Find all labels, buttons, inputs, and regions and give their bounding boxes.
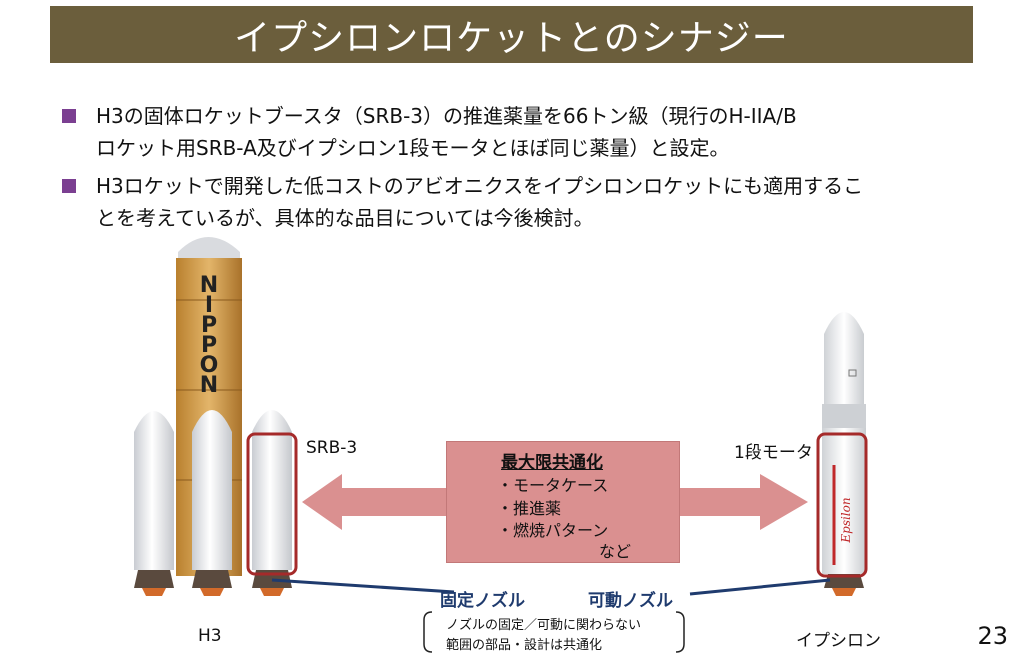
epsilon-logo: Epsilon [839, 497, 853, 543]
note-line: 範囲の部品・設計は共通化 [446, 638, 603, 653]
movable-nozzle-line [689, 578, 831, 596]
bullet-square-icon [62, 179, 76, 193]
title-bar: イプシロンロケットとのシナジー [50, 6, 973, 63]
commonality-item: ・燃焼パターン [497, 521, 609, 540]
epsilon-rocket: Epsilon [822, 312, 866, 596]
commonality-item: ・推進薬 [497, 499, 562, 518]
commonality-box: 最大限共通化 ・モータケース ・推進薬 ・燃焼パターン など [446, 441, 680, 563]
bullet-item: H3の固体ロケットブースタ（SRB-3）の推進薬量を66トン級（現行のH-IIA… [62, 100, 992, 164]
bullet-list: H3の固体ロケットブースタ（SRB-3）の推進薬量を66トン級（現行のH-IIA… [62, 100, 992, 240]
bullet-line: H3ロケットで開発した低コストのアビオニクスをイプシロンロケットにも適用するこ [96, 174, 864, 198]
bullet-item: H3ロケットで開発した低コストのアビオニクスをイプシロンロケットにも適用するこ … [62, 170, 992, 234]
movable-nozzle-label: 可動ノズル [588, 591, 673, 611]
nippon-letter: P [201, 333, 217, 358]
srb3-highlight-box [246, 432, 298, 576]
stage1-highlight-box [816, 432, 868, 578]
bullet-line: とを考えているが、具体的な品目については今後検討。 [96, 206, 594, 230]
srb3-booster [252, 410, 292, 596]
srb3-label: SRB-3 [306, 438, 358, 458]
h3-booster-left [134, 411, 174, 596]
note-brackets [423, 611, 685, 653]
bullet-line: H3の固体ロケットブースタ（SRB-3）の推進薬量を66トン級（現行のH-IIA… [96, 104, 797, 128]
commonality-title: 最大限共通化 [501, 453, 603, 473]
h3-booster-center [192, 410, 232, 596]
commonality-etc: など [599, 542, 632, 561]
nozzle-note: ノズルの固定／可動に関わらない 範囲の部品・設計は共通化 [420, 610, 688, 654]
bullet-line: ロケット用SRB-A及びイプシロン1段モータとほぼ同じ薬量）と設定。 [96, 136, 730, 160]
nippon-letter: N [200, 373, 218, 398]
bullet-square-icon [62, 109, 76, 123]
commonality-item: ・モータケース [497, 476, 609, 495]
h3-label: H3 [198, 626, 222, 646]
stage1-label: 1段モータ [734, 443, 813, 463]
page-number: 23 [977, 622, 1008, 650]
note-line: ノズルの固定／可動に関わらない [446, 618, 642, 633]
epsilon-label: イプシロン [796, 631, 881, 651]
slide-title: イプシロンロケットとのシナジー [234, 17, 789, 59]
fixed-nozzle-label: 固定ノズル [440, 591, 525, 611]
nippon-letter: O [200, 353, 219, 378]
nippon-text: N I P P O N [200, 273, 219, 398]
nippon-letter: I [205, 293, 213, 318]
nippon-letter: N [200, 273, 218, 298]
nippon-letter: P [201, 313, 217, 338]
fixed-nozzle-line [271, 578, 455, 594]
